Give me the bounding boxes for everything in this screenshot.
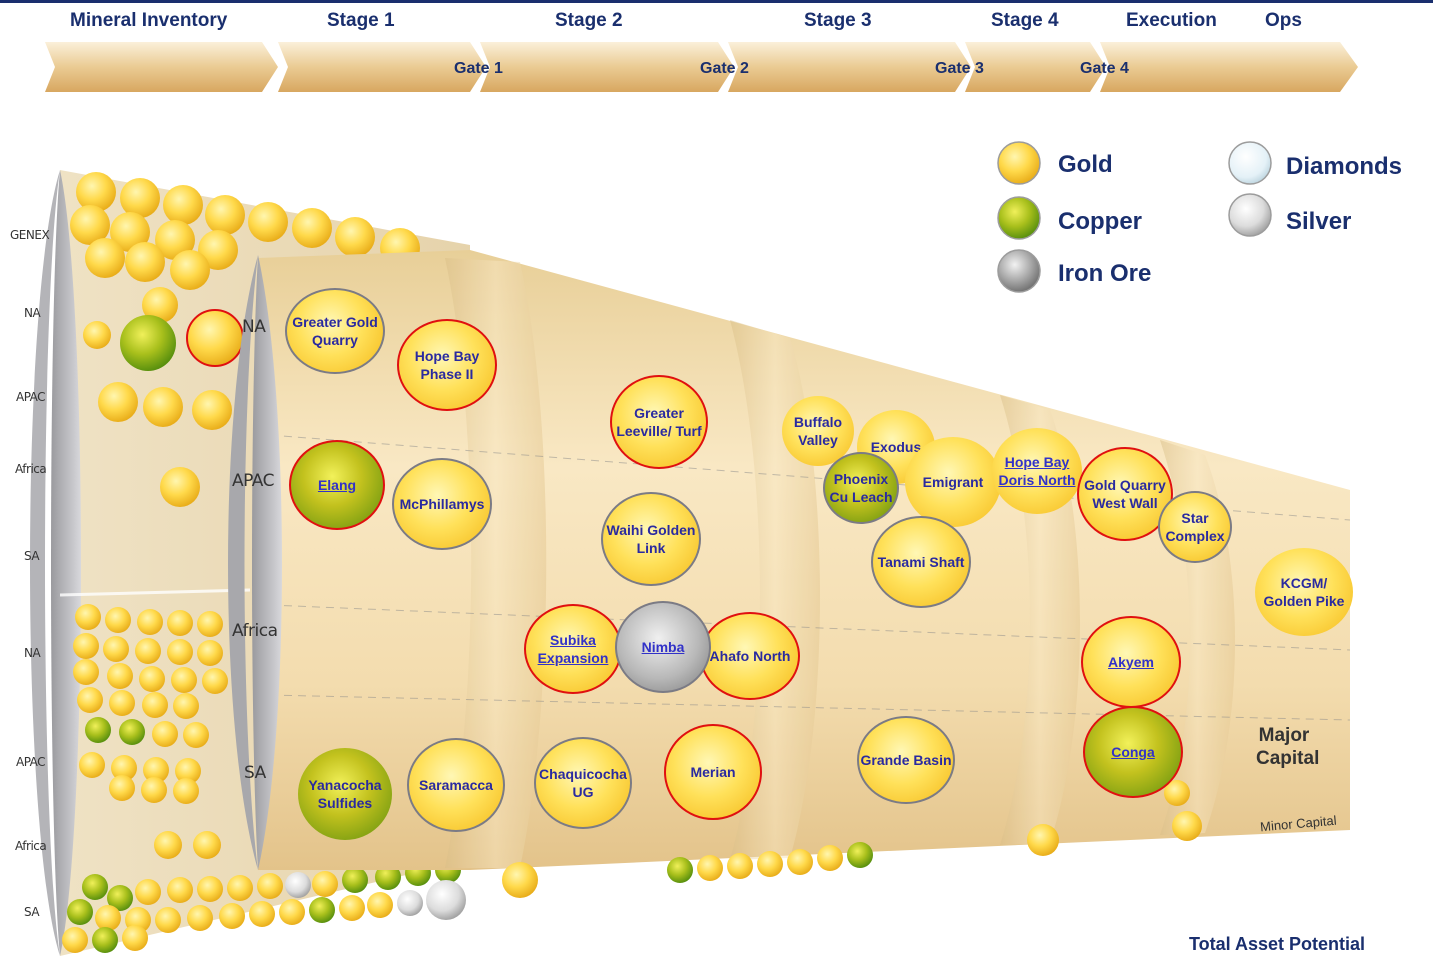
project-bubble: KCGM/ Golden Pike — [1255, 548, 1353, 636]
row-label-apac: APAC — [16, 390, 46, 404]
stage-label-mineral-inventory: Mineral Inventory — [70, 10, 228, 31]
legend-label-silver: Silver — [1286, 208, 1352, 235]
inventory-dots — [62, 172, 466, 953]
minor-capital-dots — [502, 780, 1202, 898]
project-bubble: Emigrant — [905, 437, 1001, 527]
legend-swatches — [997, 141, 1272, 293]
project-bubble: McPhillamys — [392, 458, 492, 550]
row-label-genex: GENEX — [10, 228, 50, 242]
stage-label-3: Stage 3 — [804, 10, 872, 31]
project-bubble: Tanami Shaft — [871, 516, 971, 608]
project-bubble: Hope Bay Phase II — [397, 319, 497, 411]
legend-label-iron-ore: Iron Ore — [1058, 260, 1152, 287]
stage-label-1: Stage 1 — [327, 10, 395, 31]
project-bubble: Phoenix Cu Leach — [823, 452, 899, 524]
legend-label-copper: Copper — [1058, 208, 1142, 235]
project-bubble: Yanacocha Sulfides — [298, 748, 392, 840]
inner-row-label-sa: SA — [244, 763, 266, 783]
project-bubble: Ahafo North — [700, 612, 800, 700]
row-label-africa-2: Africa — [15, 839, 47, 853]
project-bubble: Gold Quarry West Wall — [1077, 447, 1173, 541]
stage-label-execution: Execution — [1126, 10, 1217, 31]
stage-label-2: Stage 2 — [555, 10, 623, 31]
project-bubble[interactable]: Akyem — [1081, 616, 1181, 708]
gate-label-3: Gate 3 — [935, 60, 984, 77]
project-bubble[interactable]: Elang — [289, 440, 385, 530]
project-bubble: Buffalo Valley — [782, 396, 854, 466]
inner-row-label-apac: APAC — [232, 471, 275, 491]
stage-label-ops: Ops — [1265, 10, 1302, 31]
gate-label-2: Gate 2 — [700, 60, 749, 77]
project-bubble: Greater Gold Quarry — [285, 288, 385, 374]
project-bubble[interactable]: Nimba — [615, 601, 711, 693]
gate-label-4: Gate 4 — [1080, 60, 1129, 77]
legend-label-gold: Gold — [1058, 151, 1113, 178]
stage-label-4: Stage 4 — [991, 10, 1059, 31]
project-bubble: Waihi Golden Link — [601, 492, 701, 586]
legend-label-diamonds: Diamonds — [1286, 153, 1403, 180]
row-label-sa-2: SA — [24, 905, 40, 919]
project-bubble: Saramacca — [407, 738, 505, 832]
project-bubble: Greater Leeville/ Turf — [610, 375, 708, 469]
project-bubble: Grande Basin — [857, 716, 955, 804]
timeline-arrows — [45, 42, 1358, 92]
major-capital-label: Major Capital — [1256, 725, 1320, 769]
inner-row-label-africa: Africa — [232, 621, 278, 641]
row-label-apac-2: APAC — [16, 755, 46, 769]
project-bubble: Chaquicocha UG — [534, 737, 632, 829]
project-bubble: Star Complex — [1158, 491, 1232, 563]
inner-row-label-na: NA — [242, 317, 266, 337]
row-label-na: NA — [24, 306, 41, 320]
row-label-na-2: NA — [24, 646, 41, 660]
project-bubble[interactable]: Subika Expansion — [524, 604, 622, 694]
project-bubble: Merian — [664, 724, 762, 820]
total-asset-potential-label: Total Asset Potential — [1189, 934, 1366, 954]
row-label-sa: SA — [24, 549, 40, 563]
project-bubble[interactable]: Hope Bay Doris North — [992, 428, 1082, 514]
gate-label-1: Gate 1 — [454, 60, 503, 77]
project-bubble[interactable]: Conga — [1083, 706, 1183, 798]
row-label-africa: Africa — [15, 462, 47, 476]
